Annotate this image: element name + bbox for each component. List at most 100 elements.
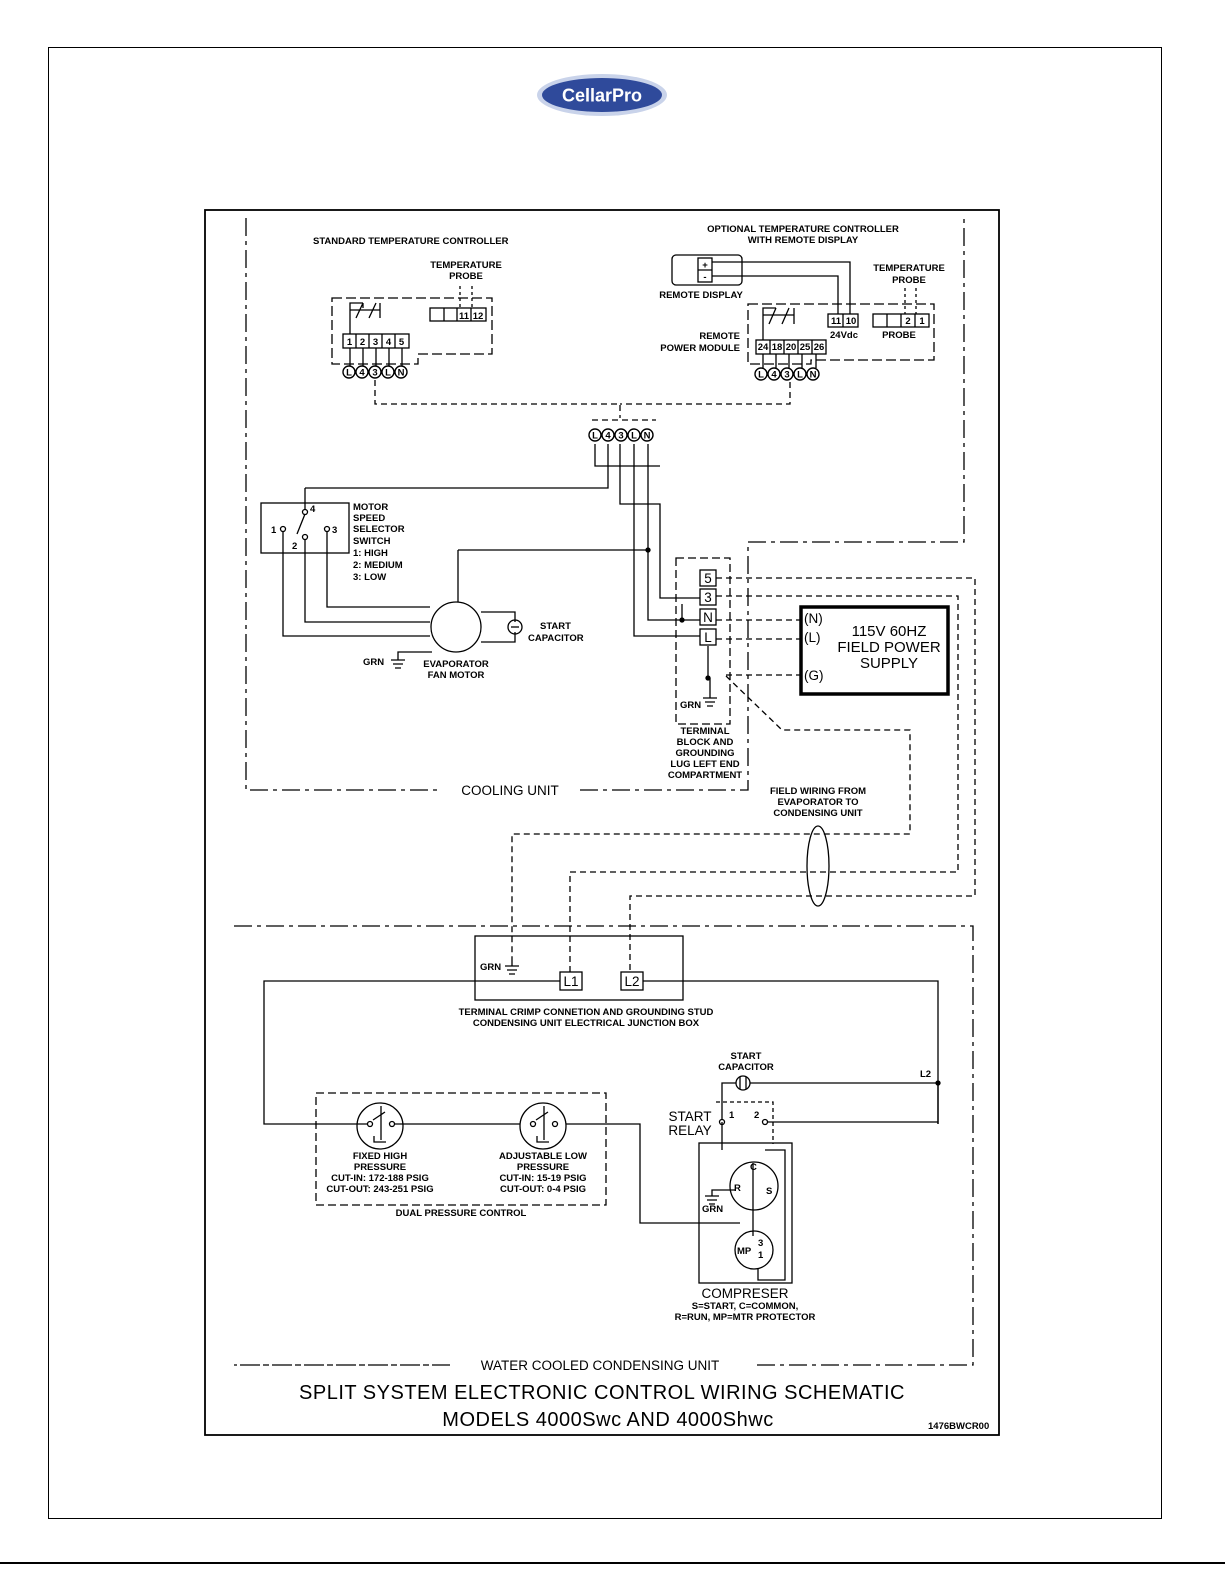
svg-text:25: 25 xyxy=(800,342,811,353)
compressor-box xyxy=(698,1142,793,1284)
svg-text:2: 2 xyxy=(754,1110,759,1121)
junction-terminal-circle xyxy=(640,428,654,442)
junction-terminal-circle xyxy=(588,428,602,442)
block-ground xyxy=(703,678,717,707)
low-pressure-label: ADJUSTABLE LOW xyxy=(499,1151,587,1162)
svg-text:GROUNDING: GROUNDING xyxy=(675,748,734,759)
optional-controller-title: OPTIONAL TEMPERATURE CONTROLLER xyxy=(707,224,899,235)
bottom-rule xyxy=(0,1562,1225,1564)
svg-text:(G): (G) xyxy=(804,668,824,683)
svg-text:1: 1 xyxy=(729,1110,735,1121)
field-wire-bundle xyxy=(806,825,830,907)
svg-text:FAN MOTOR: FAN MOTOR xyxy=(428,670,485,681)
svg-text:POWER MODULE: POWER MODULE xyxy=(660,343,740,354)
svg-text:PROBE: PROBE xyxy=(449,271,483,282)
field-wire-5 xyxy=(629,577,976,972)
svg-text:CUT-IN: 172-188 PSIG: CUT-IN: 172-188 PSIG xyxy=(331,1173,429,1184)
svg-text:S: S xyxy=(766,1186,772,1197)
drawing-number: 1476BWCR00 xyxy=(928,1421,989,1432)
power-supply-label: 115V 60HZ xyxy=(852,623,927,640)
speed-switch-feed xyxy=(440,444,609,489)
std-terminal-label: L xyxy=(346,368,352,379)
svg-text:RELAY: RELAY xyxy=(668,1123,711,1138)
svg-text:12: 12 xyxy=(473,311,484,322)
start-relay-label: START xyxy=(668,1109,711,1124)
svg-text:2: MEDIUM: 2: MEDIUM xyxy=(353,560,403,571)
svg-text:SUPPLY: SUPPLY xyxy=(860,655,918,672)
svg-text:L2: L2 xyxy=(920,1069,931,1080)
svg-text:2: 2 xyxy=(292,541,297,552)
svg-text:TEMPERATURE: TEMPERATURE xyxy=(430,260,502,271)
page-border xyxy=(48,47,1162,1519)
svg-text:START: START xyxy=(731,1051,762,1062)
opt-terminal-circle xyxy=(754,367,768,381)
opt-terminal-circle xyxy=(793,367,807,381)
logo-oval xyxy=(542,78,662,112)
svg-text:CAPACITOR: CAPACITOR xyxy=(718,1062,774,1073)
motor-switch-label: MOTOR xyxy=(353,502,388,513)
std-controller-feed xyxy=(374,380,621,418)
field-wiring-label: FIELD WIRING FROM xyxy=(770,786,866,797)
opt-relay-contacts xyxy=(762,307,795,340)
terminal-block-label: TERMINAL xyxy=(680,726,729,737)
svg-text:C: C xyxy=(750,1162,757,1173)
dual-pressure-control-box xyxy=(315,1092,607,1206)
compressor-windings xyxy=(729,1161,779,1211)
svg-text:24: 24 xyxy=(758,342,769,353)
std-terminal-circle xyxy=(368,365,382,379)
field-power-supply xyxy=(799,605,950,696)
svg-text:SPEED: SPEED xyxy=(353,513,385,524)
svg-text:GRN: GRN xyxy=(363,657,384,668)
svg-text:L1: L1 xyxy=(563,974,578,989)
svg-text:PRESSURE: PRESSURE xyxy=(517,1162,569,1173)
svg-text:+: + xyxy=(702,260,708,271)
std-terminal-circle xyxy=(394,365,408,379)
svg-text:2: 2 xyxy=(360,337,365,348)
start-relay-box xyxy=(716,1101,774,1144)
svg-text:LUG LEFT END: LUG LEFT END xyxy=(670,759,739,770)
svg-text:3: LOW: 3: LOW xyxy=(353,572,386,583)
svg-text:GRN: GRN xyxy=(702,1204,723,1215)
fixed-high-pressure-switch xyxy=(356,1102,404,1150)
terminal-block-compartment xyxy=(675,557,731,725)
svg-text:1: HIGH: 1: HIGH xyxy=(353,548,388,559)
field-wire-ground xyxy=(511,675,911,960)
svg-text:5: 5 xyxy=(399,337,405,348)
svg-text:WITH REMOTE DISPLAY: WITH REMOTE DISPLAY xyxy=(748,235,859,246)
logo-text: CellarPro xyxy=(562,86,642,106)
std-terminal-circle xyxy=(355,365,369,379)
svg-text:2: 2 xyxy=(905,316,910,327)
svg-text:COMPARTMENT: COMPARTMENT xyxy=(668,770,742,781)
svg-text:18: 18 xyxy=(772,342,783,353)
std-terminal-label: N xyxy=(398,368,405,379)
opt-terminal-circle xyxy=(767,367,781,381)
junction-terminal-circle xyxy=(614,428,628,442)
remote-display-label: REMOTE DISPLAY xyxy=(659,290,743,301)
svg-text:10: 10 xyxy=(846,316,857,327)
svg-text:BLOCK AND: BLOCK AND xyxy=(677,737,734,748)
opt-terminal-label: N xyxy=(810,370,817,381)
junction-terminal-label: L xyxy=(592,431,598,442)
cooling-unit-boundary xyxy=(245,218,965,791)
svg-text:-: - xyxy=(703,272,706,283)
opt-relay-terminal-strip xyxy=(755,339,827,355)
svg-text:PROBE: PROBE xyxy=(882,330,916,341)
opt-terminal-label: 3 xyxy=(784,370,789,381)
motor-protector xyxy=(734,1230,774,1270)
svg-text:4: 4 xyxy=(386,337,392,348)
junction-terminal-label: N xyxy=(644,431,651,442)
high-pressure-label: FIXED HIGH xyxy=(353,1151,408,1162)
svg-text:PROBE: PROBE xyxy=(892,275,926,286)
std-terminal-circle xyxy=(342,365,356,379)
std-probe-leads xyxy=(459,286,473,308)
std-probe-terminal-strip xyxy=(429,307,487,322)
svg-text:3: 3 xyxy=(758,1238,763,1249)
svg-text:CONDENSING UNIT ELECTRICAL JUN: CONDENSING UNIT ELECTRICAL JUNCTION BOX xyxy=(473,1018,700,1029)
svg-text:3: 3 xyxy=(373,337,378,348)
svg-text:TEMPERATURE: TEMPERATURE xyxy=(873,263,945,274)
svg-text:1: 1 xyxy=(271,525,277,536)
svg-text:EVAPORATOR TO: EVAPORATOR TO xyxy=(777,797,858,808)
